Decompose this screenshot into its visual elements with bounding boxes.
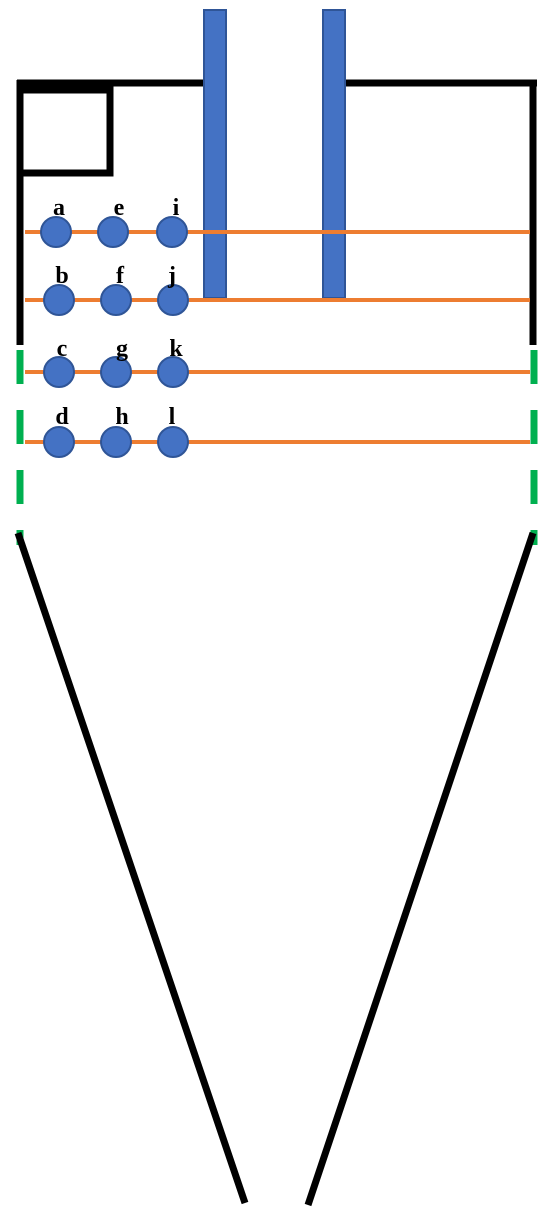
point-i bbox=[156, 216, 188, 248]
cone-left-wall bbox=[14, 531, 249, 1205]
label-h: h bbox=[115, 404, 128, 430]
label-g: g bbox=[116, 336, 128, 362]
label-l: l bbox=[169, 404, 176, 430]
point-d bbox=[43, 426, 75, 458]
label-k: k bbox=[169, 336, 183, 362]
vortex-tube-left bbox=[203, 9, 227, 299]
label-c: c bbox=[57, 336, 68, 362]
point-f bbox=[100, 284, 132, 316]
point-j bbox=[157, 284, 189, 316]
label-d: d bbox=[55, 404, 69, 430]
label-f: f bbox=[116, 263, 125, 289]
point-e bbox=[97, 216, 129, 248]
label-a: a bbox=[53, 195, 65, 221]
point-h bbox=[100, 426, 132, 458]
inlet-box bbox=[17, 86, 114, 177]
cone-right-wall bbox=[304, 531, 537, 1207]
point-a bbox=[40, 216, 72, 248]
label-i: i bbox=[173, 195, 180, 221]
point-g bbox=[100, 356, 132, 388]
label-b: b bbox=[55, 263, 68, 289]
label-e: e bbox=[114, 195, 125, 221]
label-j: j bbox=[167, 263, 176, 289]
point-l bbox=[157, 426, 189, 458]
point-c bbox=[43, 356, 75, 388]
point-b bbox=[43, 284, 75, 316]
point-k bbox=[157, 356, 189, 388]
vortex-tube-right bbox=[322, 9, 346, 299]
